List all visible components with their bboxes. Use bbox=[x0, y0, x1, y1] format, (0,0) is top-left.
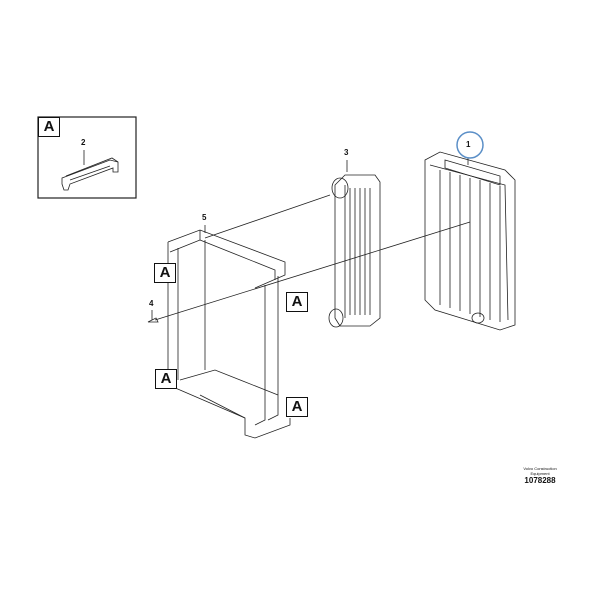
inset-frame bbox=[37, 116, 137, 199]
footer: Volvo Construction Equipment 1078288 bbox=[510, 466, 570, 486]
footer-line1: Volvo Construction bbox=[523, 466, 557, 471]
leader-line bbox=[204, 194, 331, 239]
part-2-drawing bbox=[61, 150, 119, 191]
part-label-5[interactable]: 5 bbox=[202, 213, 207, 222]
part-1-radiator bbox=[424, 151, 516, 331]
footer-line2: Equipment bbox=[530, 471, 550, 476]
callout-a: A bbox=[155, 369, 177, 389]
inset-label: A bbox=[38, 117, 60, 137]
part-5-frame bbox=[167, 225, 291, 439]
part-4-drawing bbox=[147, 317, 159, 323]
leader-line bbox=[154, 221, 471, 321]
part-3-intercooler bbox=[328, 160, 381, 328]
part-label-2: 2 bbox=[81, 138, 86, 147]
callout-a: A bbox=[286, 397, 308, 417]
callout-a: A bbox=[286, 292, 308, 312]
drawing-number: 1078288 bbox=[524, 476, 556, 485]
callout-a: A bbox=[154, 263, 176, 283]
part-label-1[interactable]: 1 bbox=[466, 140, 471, 149]
highlight-circle bbox=[456, 131, 484, 159]
part-label-4[interactable]: 4 bbox=[149, 299, 154, 308]
part-label-3[interactable]: 3 bbox=[344, 148, 349, 157]
